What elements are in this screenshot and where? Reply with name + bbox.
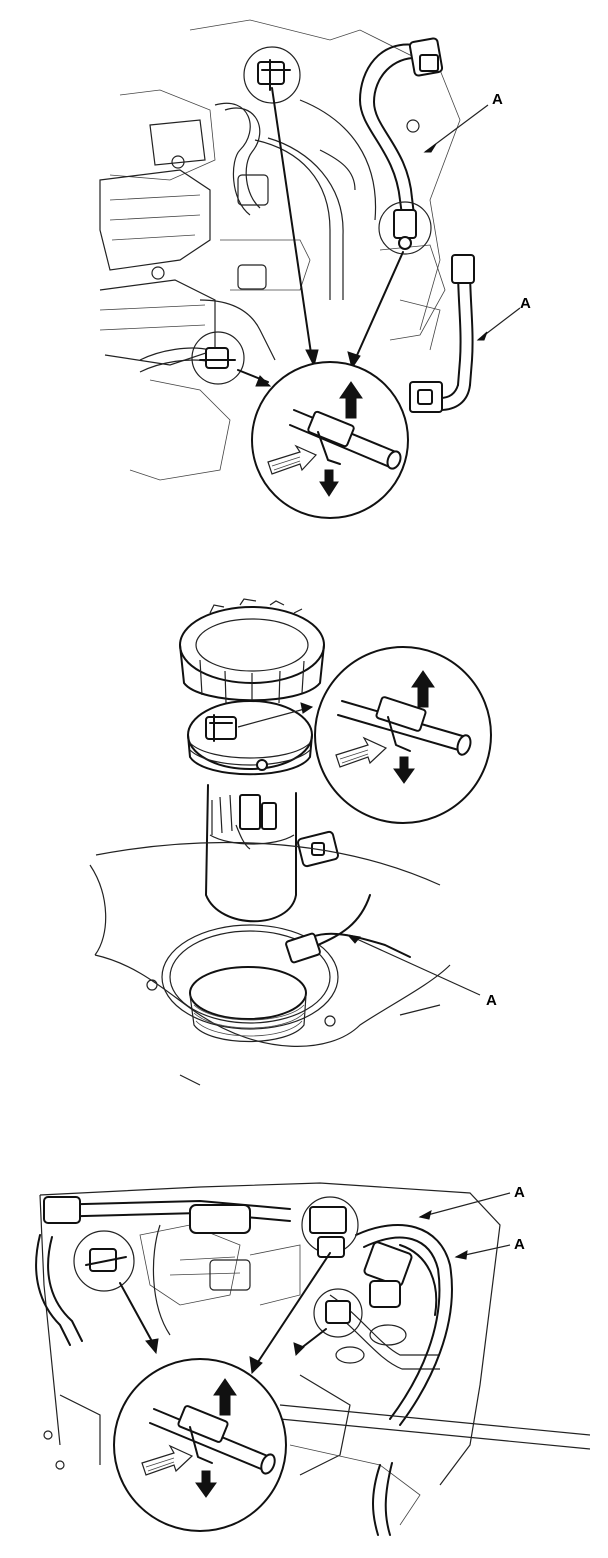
leader-lines [119,1252,331,1375]
fuel-hose-right [355,1224,453,1536]
callout-leaders [346,934,481,996]
connector-circle-left [73,1230,135,1292]
engine-background [99,19,461,481]
quick-connect-fitting-detail [251,361,409,519]
callout-label-a: A [486,992,497,1009]
callout-leaders [418,1192,511,1260]
connector-circle-mid [313,1288,363,1338]
callout-label-a: A [520,295,531,312]
fuel-pump-illustration: A [89,598,497,1086]
connector-circle-left [191,331,245,385]
panel-engine-side-connectors: A A [0,0,608,520]
tank-side-illustration: A A [35,1182,591,1536]
quick-connect-fitting-detail [113,1358,287,1532]
push-arrow [141,1444,194,1476]
pump-body [205,784,297,923]
push-arrow [335,736,388,768]
fuel-hose-upper [35,1196,291,1346]
callout-leaders [423,104,521,341]
tank-opening [89,841,451,1086]
push-arrow [267,444,318,475]
tank-strap [279,1404,591,1450]
wiring-harness [285,894,411,964]
pump-flange [187,700,313,776]
connector-circle-top [301,1196,359,1258]
panel-tank-side-connectors: A A [0,1165,608,1558]
locking-ring [179,598,325,705]
callout-label-a: A [514,1184,525,1201]
quick-connect-fitting-detail [237,646,492,824]
fuel-hose-detached [409,254,475,413]
connector-circle-top [243,46,301,104]
callout-label-a: A [492,91,503,108]
callout-label-a: A [514,1236,525,1253]
connector-circle-mid [378,201,432,255]
fuel-hose-upper [359,37,444,216]
leader-lines [237,87,404,387]
engine-side-illustration: A A [99,19,531,519]
panel-fuel-pump-removal: A [0,585,608,1125]
